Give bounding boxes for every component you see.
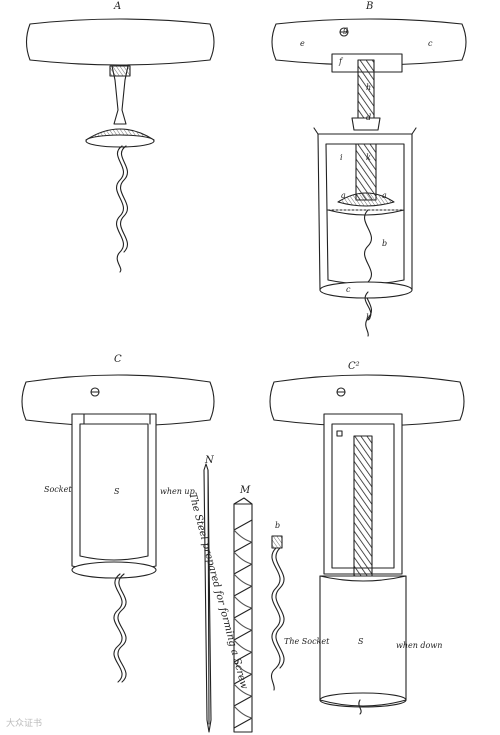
figure-c2-handle: [270, 375, 464, 426]
part-label-c-bottom: c: [346, 285, 351, 294]
figure-a-handle: [27, 19, 215, 65]
part-label-i: i: [340, 153, 343, 162]
part-label-d: d: [366, 113, 372, 122]
figure-n-rod: [204, 464, 211, 732]
part-label-a-left: a: [341, 191, 346, 200]
part-label-c-top: c: [428, 39, 433, 48]
figure-m-label: M: [240, 485, 251, 496]
part-label-g: g: [343, 25, 349, 34]
figure-a-helix: [117, 146, 124, 272]
part-label-a-right: a: [382, 191, 387, 200]
figure-c2-screw: [354, 436, 372, 584]
figure-b: [272, 19, 466, 336]
figure-c2-socket-label: The Socket: [284, 637, 330, 646]
figure-b-label: B: [366, 1, 374, 12]
figure-a-label: A: [114, 1, 122, 12]
figure-m-blank: [234, 498, 252, 732]
figure-c2-note: when down: [396, 641, 443, 650]
figure-c-socket-label: Socket: [44, 485, 72, 494]
figure-c-note: when up: [160, 487, 195, 496]
part-label-k: k: [366, 153, 371, 162]
figure-b-small-label: b: [275, 521, 281, 530]
figure-b-small-helix: [271, 536, 284, 690]
figure-c-handle: [22, 375, 214, 426]
figure-c2: [270, 375, 464, 714]
figure-c: [22, 375, 214, 682]
part-label-b-mid: b: [382, 239, 388, 248]
figure-c-label: C: [114, 354, 122, 365]
figure-c-s-label: S: [114, 487, 120, 496]
figure-c2-label: C²: [348, 361, 360, 372]
figure-b-handle: [272, 19, 466, 65]
figure-c2-s-label: S: [358, 637, 364, 646]
figure-n-label: N: [205, 455, 214, 466]
part-label-f: f: [339, 57, 342, 66]
part-label-e: e: [300, 39, 305, 48]
figure-b-cap: [338, 193, 394, 206]
part-label-h: h: [366, 83, 372, 92]
figure-a: [27, 19, 215, 272]
figure-b-nut: [352, 118, 380, 130]
part-label-b-bottom: b: [366, 313, 372, 322]
watermark: 大众证书: [6, 719, 43, 729]
figure-c-helix: [114, 574, 122, 682]
